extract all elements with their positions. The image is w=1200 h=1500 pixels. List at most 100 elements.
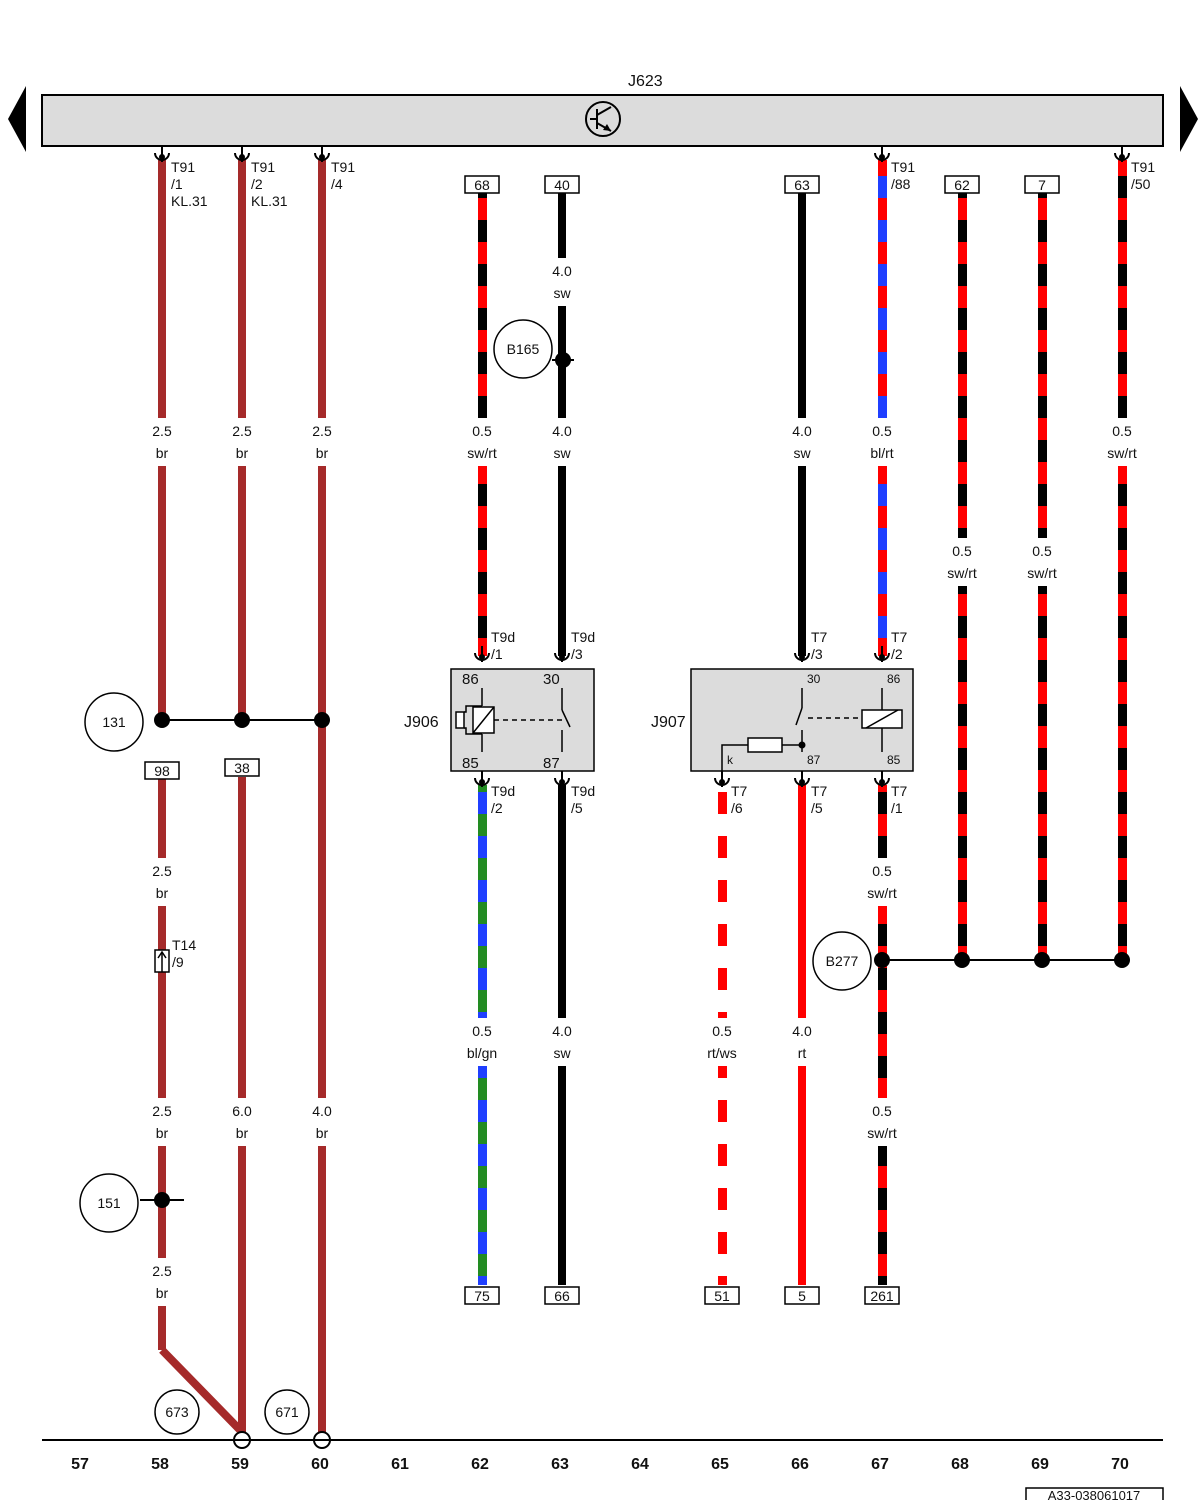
connector-pin-icon xyxy=(474,771,490,787)
reference-box-label: 63 xyxy=(794,177,810,193)
wire-label-gap xyxy=(300,418,344,466)
connector-label: T91 xyxy=(1131,159,1155,175)
wire-color-label: br xyxy=(156,885,169,901)
connector-label: /3 xyxy=(811,646,823,662)
reference-box: 98 xyxy=(144,761,180,780)
doc-number-box: A33-038061017 xyxy=(1025,1487,1164,1500)
wire-label-gap xyxy=(460,418,504,466)
connector-label: /6 xyxy=(731,800,743,816)
reference-box: 68 xyxy=(464,175,500,194)
doc-number: A33-038061017 xyxy=(1048,1488,1141,1500)
junction-dot xyxy=(154,1192,170,1208)
node-b277-label: B277 xyxy=(826,953,859,969)
wire-color-label: br xyxy=(316,1125,329,1141)
node-671: 671 xyxy=(264,1389,310,1435)
wire-label-gap xyxy=(940,538,984,586)
reference-box: 40 xyxy=(544,175,580,194)
wire-70 xyxy=(1118,160,1127,960)
wire-color-label: sw/rt xyxy=(1027,565,1057,581)
connector-pin-icon xyxy=(314,146,330,162)
node-131-label: 131 xyxy=(102,714,126,730)
relay-j906: J906 86 30 85 87 xyxy=(404,668,595,772)
reference-box: 5 xyxy=(784,1286,820,1305)
wire-label-gap xyxy=(140,418,184,466)
connector-label: T14 xyxy=(172,937,196,953)
junction-dot xyxy=(1114,952,1130,968)
relay-coil-icon xyxy=(455,688,562,752)
wire-label-gap xyxy=(540,418,584,466)
connector-label: T91 xyxy=(171,159,195,175)
node-151-label: 151 xyxy=(97,1195,121,1211)
connector-label: /2 xyxy=(891,646,903,662)
reference-box-label: 5 xyxy=(798,1288,806,1304)
reference-box: 63 xyxy=(784,175,820,194)
connector-label: KL.31 xyxy=(251,193,288,209)
wire-color-label: sw/rt xyxy=(1107,445,1137,461)
connector-label: /50 xyxy=(1131,176,1151,192)
wire-size-label: 0.5 xyxy=(872,1103,892,1119)
wire-label-gap xyxy=(140,1098,184,1146)
page-prev-arrow-icon[interactable] xyxy=(8,86,26,152)
connector-label: KL.31 xyxy=(171,193,208,209)
connector-pin-icon xyxy=(554,771,570,787)
connector-label: T7 xyxy=(731,783,748,799)
wire-size-label: 4.0 xyxy=(552,423,572,439)
connector-pin-icon xyxy=(554,646,570,662)
wire-size-label: 0.5 xyxy=(872,863,892,879)
connector-label: /5 xyxy=(571,800,583,816)
wire-size-label: 4.0 xyxy=(312,1103,332,1119)
resistor-icon xyxy=(721,737,802,780)
junctions xyxy=(154,352,1130,1449)
connector-label: /5 xyxy=(811,800,823,816)
wire-67-top xyxy=(878,160,887,656)
reference-box-label: 68 xyxy=(474,177,490,193)
connector-label: T7 xyxy=(891,629,908,645)
connector-label: T91 xyxy=(331,159,355,175)
connector-label: T9d xyxy=(491,629,515,645)
connector-label: T7 xyxy=(811,629,828,645)
connector-label: /2 xyxy=(251,176,263,192)
wire-color-label: sw/rt xyxy=(467,445,497,461)
wire-size-label: 2.5 xyxy=(232,423,252,439)
connector-pin-icon xyxy=(154,146,170,162)
connector-pins xyxy=(154,146,1130,787)
relay-j907-pink: k xyxy=(727,753,734,767)
node-b165-label: B165 xyxy=(507,341,540,357)
wire-color-label: rt/ws xyxy=(707,1045,737,1061)
ecu-label: J623 xyxy=(628,73,663,90)
wire-color-label: br xyxy=(316,445,329,461)
reference-box: 62 xyxy=(944,175,980,194)
wire-size-label: 0.5 xyxy=(472,1023,492,1039)
wire-size-label: 0.5 xyxy=(712,1023,732,1039)
reference-box-label: 51 xyxy=(714,1288,730,1304)
node-b277: B277 xyxy=(812,931,872,991)
page-next-arrow-icon[interactable] xyxy=(1180,86,1198,152)
node-b165: B165 xyxy=(493,319,553,379)
wire-label-gap xyxy=(540,258,584,306)
relay-j907-pin85: 85 xyxy=(887,753,901,767)
transistor-symbol-icon xyxy=(585,101,621,137)
column-number: 62 xyxy=(471,1456,489,1473)
node-151: 151 xyxy=(79,1173,139,1233)
wire-size-label: 0.5 xyxy=(952,543,972,559)
ecu-j623: J623 xyxy=(41,73,1164,147)
reference-box-label: 66 xyxy=(554,1288,570,1304)
connector-pin-icon xyxy=(1114,146,1130,162)
relay-j907-pin87: 87 xyxy=(807,753,821,767)
wire-label-gap xyxy=(780,1018,824,1066)
junction-dot xyxy=(874,952,890,968)
connector-pin-icon xyxy=(874,146,890,162)
wire-color-label: sw xyxy=(553,285,571,301)
wire-size-label: 4.0 xyxy=(552,1023,572,1039)
wire-labels: 2.5br2.5br2.5br0.5sw/rt4.0sw4.0sw4.0sw0.… xyxy=(140,258,1144,1306)
reference-box: 261 xyxy=(864,1286,900,1305)
plug-t14-icon xyxy=(154,949,170,973)
relay-j906-pin86: 86 xyxy=(462,671,479,688)
reference-box-label: 38 xyxy=(234,760,250,776)
ecu-body xyxy=(41,94,1164,147)
wire-color-label: sw xyxy=(553,445,571,461)
wire-size-label: 0.5 xyxy=(1032,543,1052,559)
connector-label: T9d xyxy=(491,783,515,799)
